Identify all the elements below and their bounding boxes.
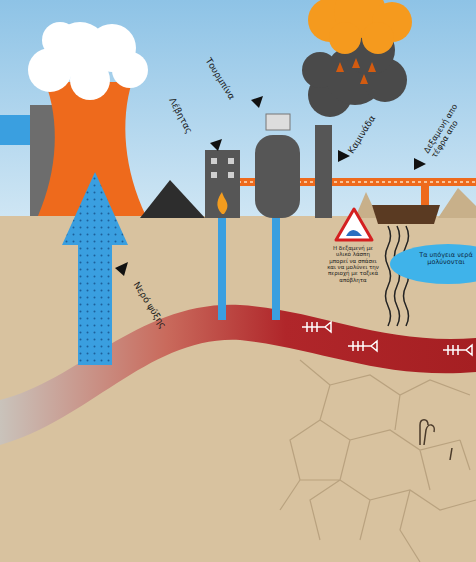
warning-icon <box>346 230 362 236</box>
dead-plants <box>420 420 452 460</box>
groundwater <box>390 244 476 284</box>
droplets <box>336 58 376 84</box>
chimney <box>315 125 332 218</box>
sky <box>0 0 476 218</box>
cracks <box>280 360 476 562</box>
monitor-icon <box>266 114 290 130</box>
pointer-triangle <box>115 262 128 276</box>
flame <box>217 192 227 214</box>
turbine-pipe <box>272 218 280 320</box>
windows <box>211 158 234 178</box>
pointer-triangle <box>210 139 222 151</box>
boiler-pipe <box>218 218 226 320</box>
toxic-cloud <box>308 0 412 54</box>
warning-sign <box>336 209 372 240</box>
steam-cloud <box>28 22 148 100</box>
turbine <box>255 135 300 218</box>
polluted-water-band <box>0 305 476 445</box>
warning-note: Η δεξαμενή με υλικό λάσπη μπορεί να σπάσ… <box>326 245 380 283</box>
pointer-triangle <box>414 158 426 170</box>
fish-skeletons <box>302 322 472 355</box>
coal-pile <box>140 180 205 218</box>
groundwater-label: Τα υπόγεια νερά μολύνονται <box>418 252 474 267</box>
ash-reservoir <box>372 205 440 224</box>
pointer-triangle <box>251 96 263 108</box>
cooling-water-arrow <box>62 172 128 365</box>
boiler-building <box>205 150 240 218</box>
